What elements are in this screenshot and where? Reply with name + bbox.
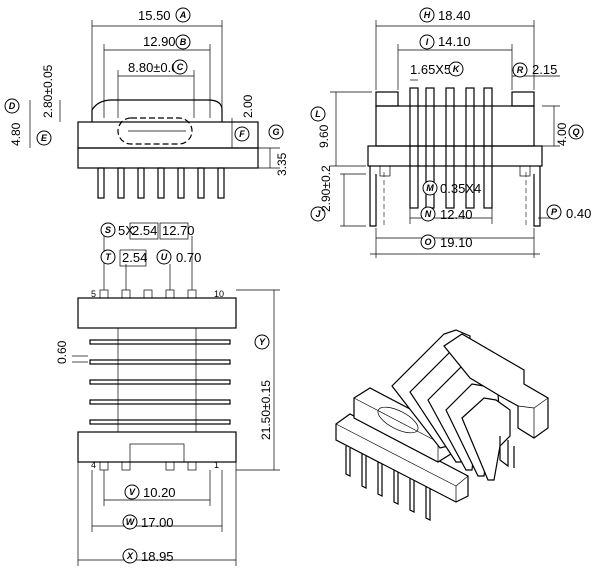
isometric-pins xyxy=(345,446,431,521)
dim-Y-value: 21.50±0.15 xyxy=(259,380,273,440)
dim-N-tag-text: N xyxy=(425,209,432,219)
dim-L-tag-text: L xyxy=(315,109,321,119)
dim-J-tag xyxy=(310,206,326,222)
dim-N-tag xyxy=(420,206,436,222)
dim-S-boxed-2: 12.70 xyxy=(162,223,195,238)
dim-T-tag xyxy=(100,249,116,265)
dim-B-value: 12.90 xyxy=(143,34,176,49)
dim-H-tag xyxy=(419,7,435,23)
dim-Z-value: 0.60 xyxy=(55,340,69,364)
dim-U-value: 0.70 xyxy=(176,250,201,265)
dim-G-tag xyxy=(268,124,284,140)
dim-I-value: 14.10 xyxy=(438,34,471,49)
dim-E-tag-text: E xyxy=(41,133,48,143)
dim-X-value: 18.95 xyxy=(141,549,174,564)
side-view: H 18.40 I 14.10 1.65X5 K R 2.15 L 9.60 Q… xyxy=(310,7,591,258)
top-view-pins xyxy=(97,167,225,199)
pin-label-4: 4 xyxy=(91,460,96,470)
dim-J-value: 2.90±0.2 xyxy=(319,165,333,212)
dim-L-value: 9.60 xyxy=(317,124,331,148)
dim-W-tag xyxy=(122,514,138,530)
bottom-view-bars xyxy=(89,339,231,425)
dim-Y-tag xyxy=(254,334,270,350)
dim-G-tag-text: G xyxy=(272,127,279,137)
dim-V-tag-text: V xyxy=(129,487,136,497)
dim-U-tag xyxy=(156,249,172,265)
dim-V-value: 10.20 xyxy=(143,485,176,500)
dim-D-tag-text: D xyxy=(9,101,16,111)
dim-Y-tag-text: Y xyxy=(259,337,266,347)
dim-Q-tag xyxy=(568,124,584,140)
dim-A-tag xyxy=(175,7,191,23)
dim-G-value: 3.35 xyxy=(275,152,289,176)
dim-P-tag xyxy=(546,204,562,220)
dim-W-tag-text: W xyxy=(126,517,136,527)
dim-V-tag xyxy=(124,484,140,500)
dim-K-tag-text: K xyxy=(453,64,461,74)
dim-F-value: 2.00 xyxy=(241,94,255,118)
dim-F-tag-text: F xyxy=(239,129,245,139)
dim-M-tag-text: M xyxy=(426,183,434,193)
dim-C-tag-text: C xyxy=(177,62,184,72)
pin-label-10: 10 xyxy=(214,289,224,299)
dim-E-value: 2.80±0.05 xyxy=(41,64,55,118)
dim-M-tag xyxy=(422,180,438,196)
dim-X-tag-text: X xyxy=(126,551,134,561)
dim-L-tag xyxy=(310,106,326,122)
dim-T-box xyxy=(119,249,147,267)
dim-M-value: 0.35X4 xyxy=(440,181,481,196)
dim-S-boxed-1: 2.54 xyxy=(132,223,157,238)
dim-P-tag-text: P xyxy=(551,207,558,217)
dim-Q-tag-text: Q xyxy=(572,127,579,137)
dim-I-tag-text: I xyxy=(426,37,429,47)
dim-K-value: 1.65X5 xyxy=(410,62,451,77)
bottom-view: 5 10 4 1 S 5X 2.54 12.70 T 2.54 U xyxy=(55,222,280,566)
dim-S-box-1 xyxy=(129,222,159,240)
dim-O-tag xyxy=(420,234,436,250)
dim-R-tag xyxy=(512,62,528,78)
dim-H-value: 18.40 xyxy=(438,8,471,23)
dim-B-tag xyxy=(175,34,191,50)
dim-O-value: 19.10 xyxy=(440,235,473,250)
dim-S-tag-text: S xyxy=(105,225,111,235)
pin-label-1: 1 xyxy=(214,460,219,470)
top-view: 15.50 A 12.90 B 8.80±0.05 C D 4.80 E 2.8… xyxy=(4,7,289,199)
pin-label-5: 5 xyxy=(91,289,96,299)
dim-J-tag-text: J xyxy=(315,209,321,219)
dim-R-value: 2.15 xyxy=(532,62,557,77)
dim-B-tag-text: B xyxy=(180,37,187,47)
dim-A-tag-text: A xyxy=(179,10,187,20)
dim-S-box-2 xyxy=(159,222,189,240)
dim-W-value: 17.00 xyxy=(141,515,174,530)
dim-O-tag-text: O xyxy=(424,237,431,247)
dim-R-tag-text: R xyxy=(517,65,524,75)
dim-D-value: 4.80 xyxy=(9,122,23,146)
isometric-view xyxy=(335,329,549,521)
bottom-view-pins-top xyxy=(99,289,197,299)
dim-N-value: 12.40 xyxy=(440,207,473,222)
bottom-view-pins-bottom xyxy=(99,461,197,471)
dim-D-tag xyxy=(4,98,20,114)
dim-K-tag xyxy=(448,61,464,77)
dim-H-tag-text: H xyxy=(424,10,431,20)
dim-T-boxed: 2.54 xyxy=(122,250,147,265)
dim-F-tag xyxy=(234,126,250,142)
dim-E-tag xyxy=(36,130,52,146)
dim-P-value: 0.40 xyxy=(566,206,591,221)
dim-C-value: 8.80±0.05 xyxy=(128,60,186,75)
dim-X-tag xyxy=(122,548,138,564)
dim-Q-value: 4.00 xyxy=(555,122,569,146)
dim-S-tag xyxy=(100,222,116,238)
dim-T-tag-text: T xyxy=(105,252,112,262)
dim-I-tag xyxy=(419,34,435,50)
dim-U-tag-text: U xyxy=(161,252,168,262)
dim-C-tag xyxy=(172,59,188,75)
dim-A-value: 15.50 xyxy=(138,8,171,23)
